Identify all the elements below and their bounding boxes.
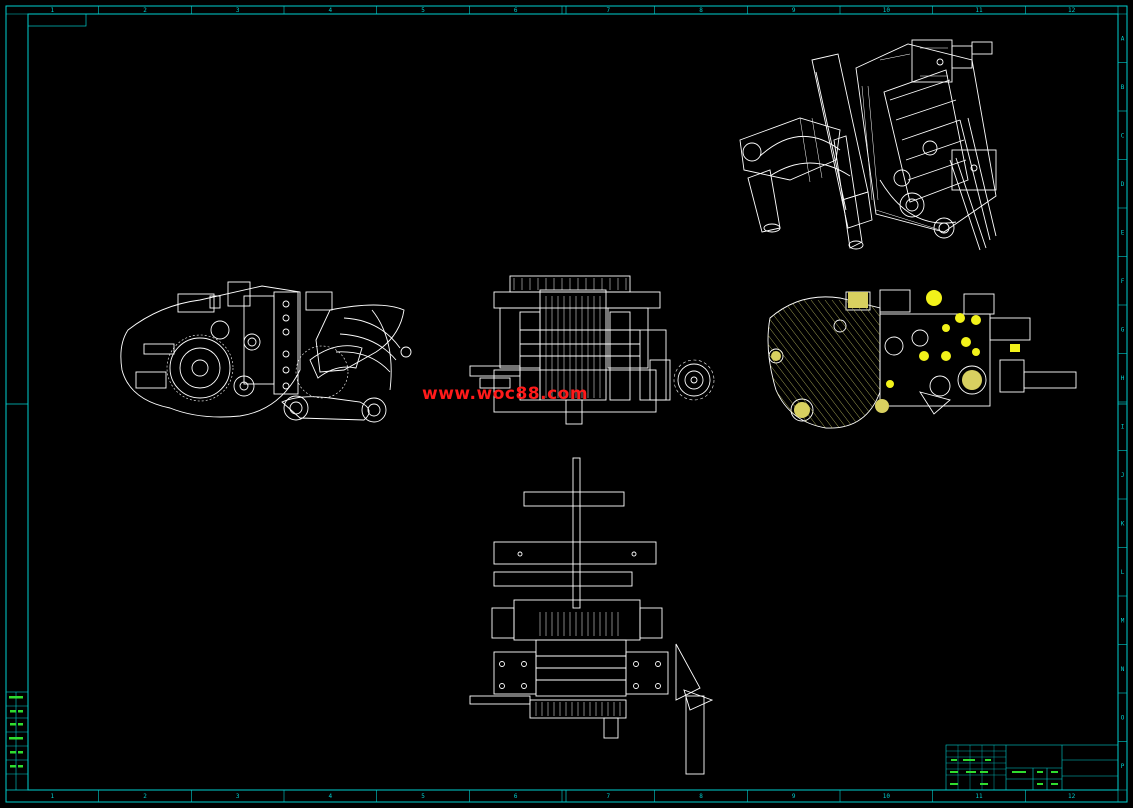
outer-frame	[5, 5, 1128, 803]
row-label: H	[1121, 375, 1125, 382]
hatch-line	[768, 299, 856, 429]
revision-block-text	[9, 696, 23, 768]
column-label-top: 3	[236, 7, 240, 14]
column-label-bottom: 3	[236, 793, 240, 800]
front-view-ribs	[513, 278, 627, 398]
isometric-view-detail	[799, 47, 948, 231]
row-zone-markers: A B C D E F G H I J K L M N O P	[1118, 35, 1127, 770]
row-label: O	[1121, 714, 1125, 721]
hatch-line	[775, 299, 877, 429]
section-view	[767, 289, 1077, 429]
drawing-number-box	[27, 13, 87, 27]
column-label-top: 1	[51, 7, 55, 14]
isometric-view	[739, 39, 997, 251]
column-label-bottom: 6	[514, 793, 518, 800]
row-label: G	[1121, 326, 1125, 333]
row-label: L	[1121, 569, 1125, 576]
column-label-top: 5	[421, 7, 425, 14]
hatch-line	[768, 299, 870, 429]
title-block	[945, 744, 1119, 791]
row-label: M	[1121, 617, 1125, 624]
row-label: D	[1121, 181, 1125, 188]
left-side-view	[120, 281, 412, 423]
front-view	[469, 275, 711, 425]
left-side-gear-teeth	[166, 334, 349, 402]
row-label: F	[1121, 278, 1125, 285]
title-block-entries	[950, 759, 1058, 785]
column-label-top: 10	[883, 7, 891, 14]
section-view-hatch	[768, 299, 981, 430]
column-label-top: 11	[975, 7, 983, 14]
front-view-sprocket-teeth	[673, 359, 715, 401]
row-label: N	[1121, 666, 1125, 673]
column-label-bottom: 2	[143, 793, 147, 800]
row-label: P	[1121, 763, 1125, 770]
row-label: K	[1121, 520, 1125, 527]
column-label-bottom: 10	[883, 793, 891, 800]
hatch-line	[768, 299, 807, 429]
column-label-bottom: 4	[329, 793, 333, 800]
hatch-line	[852, 299, 880, 429]
hatch-line	[881, 300, 981, 430]
hatch-line	[782, 299, 880, 429]
top-view	[469, 457, 714, 775]
section-view-highlights	[771, 290, 1020, 418]
hatch-line	[768, 299, 842, 429]
column-label-bottom: 1	[51, 793, 55, 800]
hatch-line	[768, 299, 835, 429]
column-label-top: 12	[1068, 7, 1076, 14]
hatch-line	[768, 299, 863, 429]
title-block-grid	[946, 745, 1006, 790]
column-label-bottom: 12	[1068, 793, 1076, 800]
column-label-top: 4	[329, 7, 333, 14]
revision-block	[5, 691, 29, 791]
row-label: A	[1121, 35, 1125, 42]
column-label-top: 9	[792, 7, 796, 14]
column-label-top: 6	[514, 7, 518, 14]
hatch-line	[831, 299, 880, 429]
hatch-line	[768, 299, 849, 429]
column-label-bottom: 5	[421, 793, 425, 800]
hatch-line	[824, 299, 880, 429]
hatch-line	[838, 299, 880, 429]
hatch-line	[845, 299, 880, 429]
row-label: E	[1121, 229, 1125, 236]
column-label-top: 8	[699, 7, 703, 14]
hatch-line	[810, 299, 880, 429]
top-view-ribs	[535, 612, 621, 716]
row-label: C	[1121, 132, 1125, 139]
column-label-bottom: 9	[792, 793, 796, 800]
column-label-top: 2	[143, 7, 147, 14]
hatch-line	[803, 299, 880, 429]
hatch-line	[796, 299, 880, 429]
column-label-bottom: 7	[607, 793, 611, 800]
row-label: I	[1121, 423, 1125, 430]
column-label-top: 7	[607, 7, 611, 14]
row-label: B	[1121, 84, 1125, 91]
hatch-line	[817, 299, 880, 429]
hatch-line	[859, 299, 880, 429]
watermark: www.woc88.com	[422, 384, 589, 404]
column-label-bottom: 8	[699, 793, 703, 800]
row-label: J	[1121, 472, 1125, 479]
column-label-bottom: 11	[975, 793, 983, 800]
hatch-line	[768, 299, 828, 429]
